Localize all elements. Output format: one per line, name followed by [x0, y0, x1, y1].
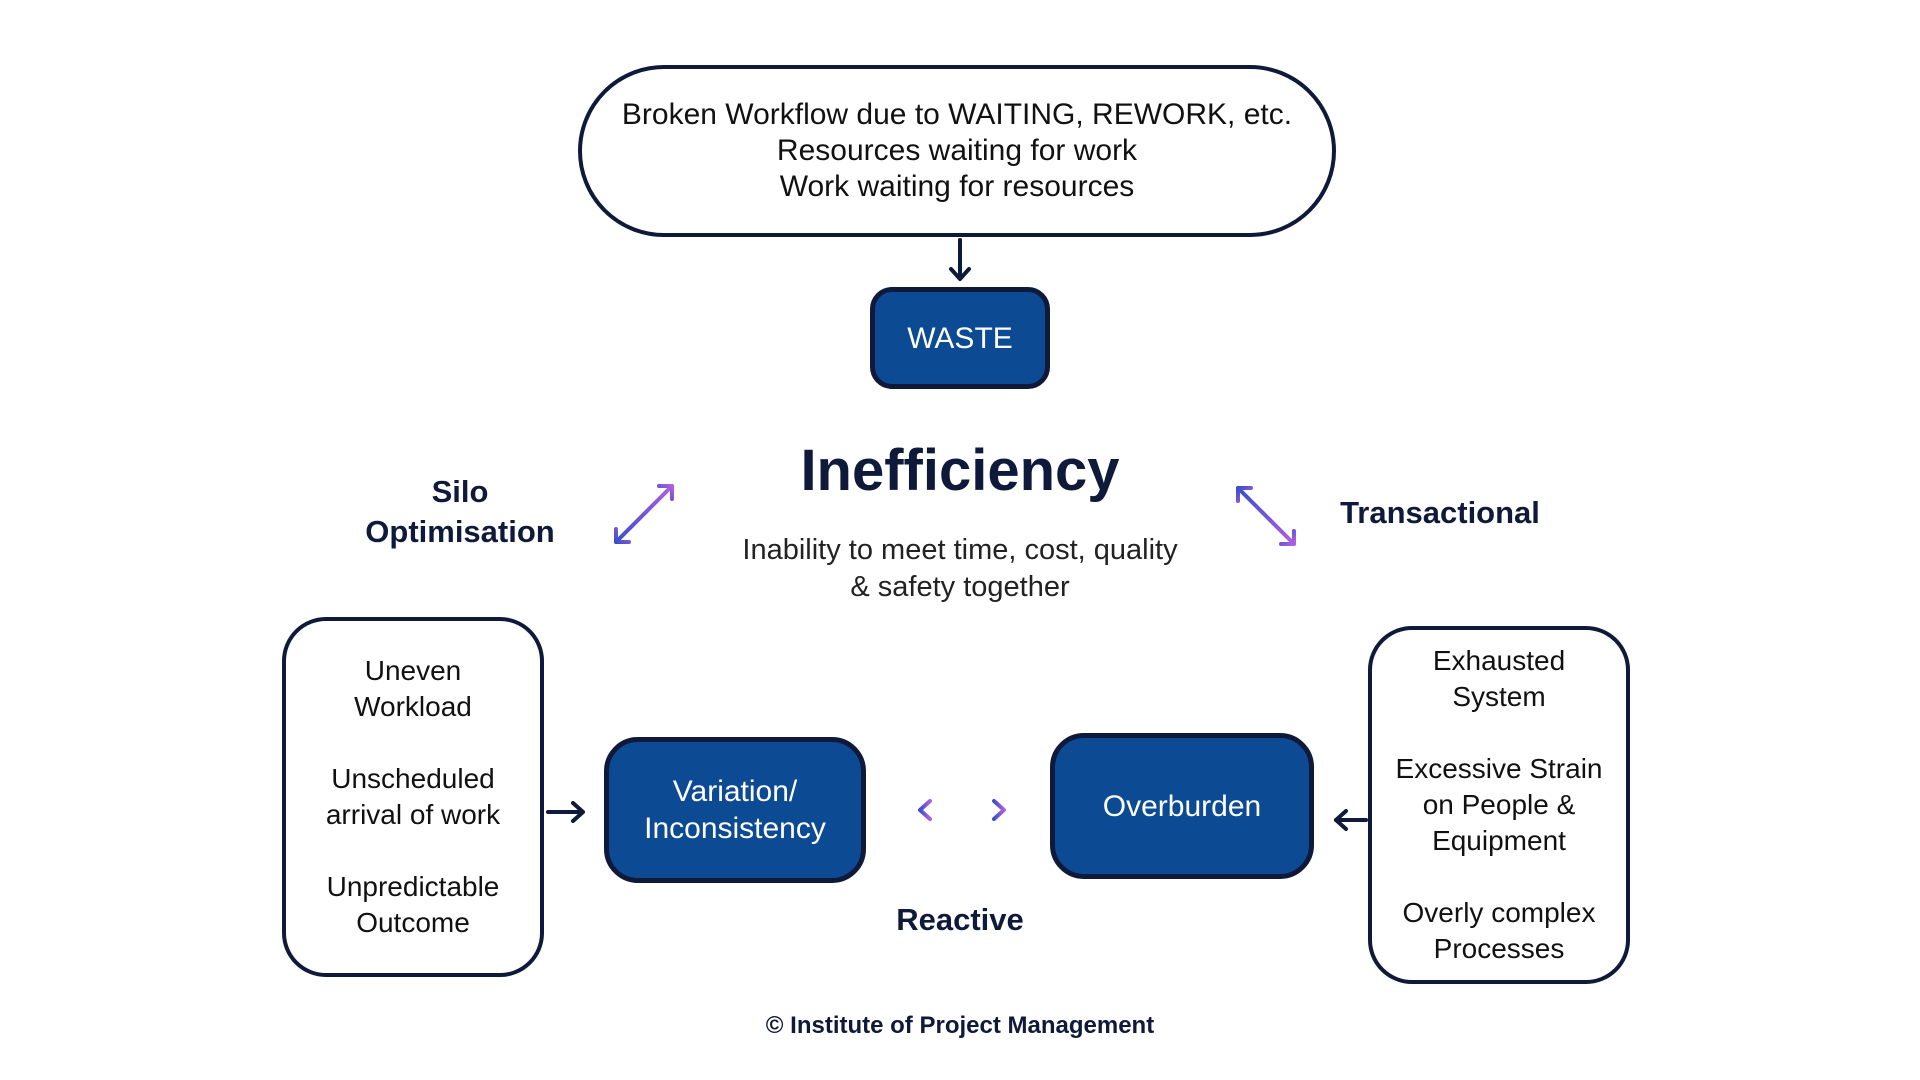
- subtitle-line-2: & safety together: [850, 571, 1070, 603]
- arrow-silo-double: [614, 484, 674, 544]
- left-group-1-line-2: Workload: [354, 691, 472, 722]
- variation-causes-box: Uneven Workload Unscheduled arrival of w…: [282, 617, 544, 977]
- arrow-right-box-to-overburden: [1334, 809, 1368, 831]
- right-group-3-line-2: Processes: [1433, 933, 1565, 964]
- center-title: Inefficiency: [800, 438, 1120, 503]
- right-group-1: Exhausted System: [1433, 643, 1565, 715]
- right-group-3: Overly complex Processes: [1403, 895, 1596, 967]
- left-group-1: Uneven Workload: [354, 653, 472, 725]
- right-group-2: Excessive Strain on People & Equipment: [1396, 751, 1603, 859]
- right-group-1-line-2: System: [1452, 681, 1546, 712]
- variation-line-2: Inconsistency: [644, 812, 826, 845]
- waste-label: WASTE: [907, 321, 1013, 355]
- arrow-reactive-double: [918, 799, 1006, 821]
- right-group-3-line-1: Overly complex: [1402, 897, 1596, 928]
- silo-line-1: Silo: [431, 474, 489, 509]
- left-group-2: Unscheduled arrival of work: [326, 761, 500, 833]
- variation-box: Variation/ Inconsistency: [604, 737, 866, 883]
- left-group-3: Unpredictable Outcome: [327, 869, 500, 941]
- overburden-box: Overburden: [1050, 733, 1314, 879]
- silo-optimisation-label: Silo Optimisation: [340, 472, 580, 552]
- reactive-label: Reactive: [896, 902, 1024, 937]
- transactional-label: Transactional: [1340, 495, 1540, 530]
- top-line-2: Resources waiting for work: [776, 134, 1138, 167]
- left-group-2-line-2: arrival of work: [325, 799, 501, 830]
- copyright-text: © Institute of Project Management: [765, 1012, 1155, 1039]
- top-causes-box: Broken Workflow due to WAITING, REWORK, …: [578, 65, 1336, 237]
- variation-line-1: Variation/: [672, 775, 798, 808]
- overburden-causes-box: Exhausted System Excessive Strain on Peo…: [1368, 626, 1630, 984]
- right-group-1-line-1: Exhausted: [1432, 645, 1566, 676]
- left-group-1-line-1: Uneven: [364, 655, 462, 686]
- top-line-1: Broken Workflow due to WAITING, REWORK, …: [621, 98, 1293, 131]
- subtitle-line-1: Inability to meet time, cost, quality: [742, 534, 1178, 566]
- right-group-2-line-2: on People &: [1422, 789, 1576, 820]
- center-subtitle: Inability to meet time, cost, quality & …: [660, 532, 1260, 606]
- arrow-left-box-to-variation: [546, 801, 585, 823]
- left-group-3-line-1: Unpredictable: [326, 871, 500, 902]
- waste-box: WASTE: [870, 287, 1050, 389]
- overburden-label: Overburden: [1102, 789, 1262, 823]
- arrow-transactional-double: [1236, 486, 1296, 546]
- silo-line-2: Optimisation: [365, 514, 555, 549]
- right-group-2-line-1: Excessive Strain: [1395, 753, 1603, 784]
- right-group-2-line-3: Equipment: [1432, 825, 1566, 856]
- arrow-top-to-waste: [949, 238, 971, 281]
- left-group-3-line-2: Outcome: [356, 907, 470, 938]
- left-group-2-line-1: Unscheduled: [331, 763, 495, 794]
- top-line-3: Work waiting for resources: [779, 170, 1135, 203]
